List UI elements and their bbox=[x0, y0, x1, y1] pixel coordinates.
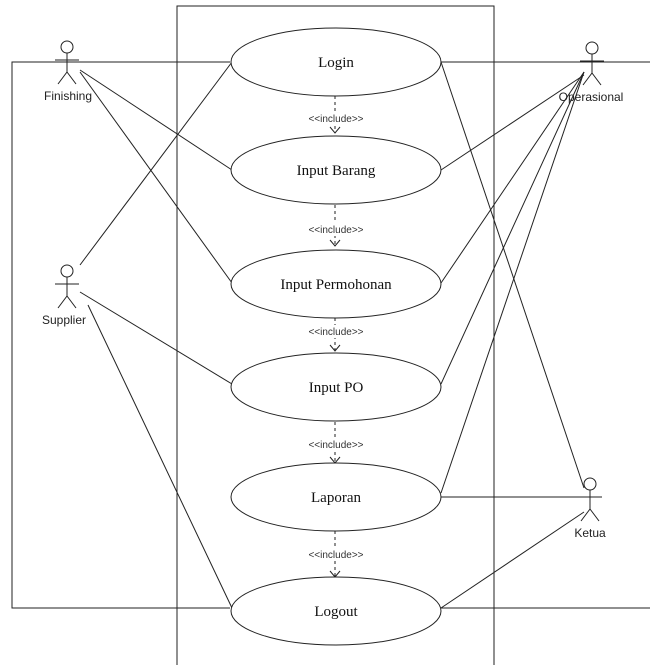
use-case-laporan: Laporan bbox=[230, 462, 442, 532]
use-case-login: Login bbox=[230, 27, 442, 97]
actor-label: Operasional bbox=[559, 90, 624, 104]
actor-operasional: Operasional bbox=[559, 41, 624, 104]
use-case-label: Logout bbox=[314, 604, 358, 620]
use-case-input-barang: Input Barang bbox=[230, 135, 442, 205]
include-label: <<include>> bbox=[308, 327, 363, 338]
actor-label: Supplier bbox=[42, 313, 86, 327]
stick-figure-icon bbox=[55, 264, 79, 309]
stick-figure-icon bbox=[580, 41, 604, 86]
use-case-label: Input Barang bbox=[297, 163, 376, 179]
use-case-input-permohonan: Input Permohonan bbox=[230, 249, 442, 319]
stick-figure-icon bbox=[55, 40, 79, 85]
include-label: <<include>> bbox=[308, 114, 363, 125]
stick-figure-icon bbox=[578, 477, 602, 522]
use-case-logout: Logout bbox=[230, 576, 442, 646]
actor-ketua: Ketua bbox=[574, 477, 606, 540]
use-case-input-po: Input PO bbox=[230, 352, 442, 422]
use-case-label: Login bbox=[318, 55, 354, 71]
actor-finishing: Finishing bbox=[44, 40, 92, 103]
associations bbox=[79, 61, 585, 609]
use-case-label: Input PO bbox=[309, 380, 364, 396]
include-label: <<include>> bbox=[308, 550, 363, 561]
actor-label: Finishing bbox=[44, 89, 92, 103]
actor-supplier: Supplier bbox=[42, 264, 86, 327]
use-case-label: Laporan bbox=[311, 490, 361, 506]
actor-label: Ketua bbox=[574, 526, 606, 540]
include-label: <<include>> bbox=[308, 225, 363, 236]
include-arrow-3 bbox=[329, 318, 341, 352]
include-label: <<include>> bbox=[308, 440, 363, 451]
include-labels: <<include>> <<include>> <<include>> <<in… bbox=[294, 112, 378, 561]
use-case-label: Input Permohonan bbox=[280, 277, 392, 293]
outer-frame bbox=[11, 61, 650, 609]
